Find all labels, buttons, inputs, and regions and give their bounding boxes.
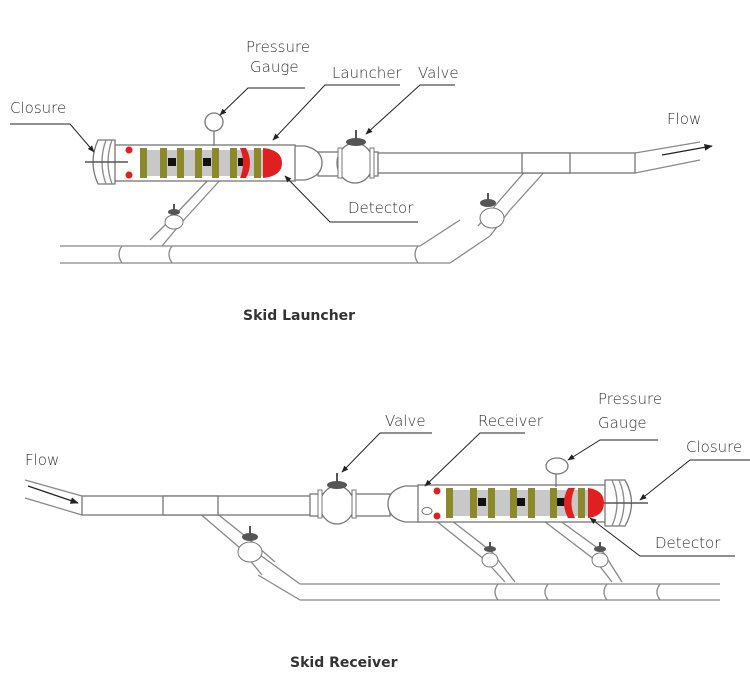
label-pressure-gauge-receiver-2: Gauge (598, 414, 647, 432)
leader-gauge-launcher (219, 87, 305, 116)
skid-receiver-diagram: Flow Valve Receiver Pressure Gauge Closu… (24, 390, 750, 671)
label-detector-receiver: Detector (655, 534, 721, 552)
launcher-bypass-header-pipe (60, 219, 491, 264)
label-pressure-gauge-receiver-1: Pressure (598, 390, 662, 408)
receiver-reducer (387, 485, 421, 523)
leader-valve-receiver (341, 432, 432, 473)
kicker-valve-2 (591, 542, 609, 568)
kicker-valve-1 (481, 542, 499, 568)
receiver-bypass-header-pipe (257, 554, 720, 601)
bypass-valve-right (479, 193, 505, 229)
label-closure-launcher: Closure (10, 99, 66, 117)
flow-arrow-receiver (27, 485, 79, 504)
leader-detector-receiver (589, 517, 735, 557)
label-launcher: Launcher (332, 64, 403, 82)
label-flow-launcher: Flow (667, 110, 701, 128)
label-pressure-gauge-launcher-2: Gauge (250, 58, 299, 76)
kicker-valve-left (164, 204, 184, 230)
receiver-kicker-line-2 (539, 511, 623, 583)
launcher-pressure-gauge (204, 112, 224, 146)
label-flow-receiver: Flow (25, 451, 59, 469)
receiver-bypass-left (197, 507, 276, 576)
receiver-closure (598, 479, 648, 527)
label-pressure-gauge-launcher-1: Pressure (246, 38, 310, 56)
label-valve-receiver: Valve (385, 412, 426, 430)
leader-launcher (272, 84, 400, 141)
receiver-kicker-line-1 (429, 509, 516, 583)
skid-launcher-diagram: Pressure Gauge Launcher Valve Closure Fl… (10, 38, 713, 324)
caption-skid-receiver: Skid Receiver (290, 655, 398, 671)
leader-closure-receiver (639, 459, 750, 501)
leader-valve-launcher (365, 84, 455, 135)
leader-detector-launcher (284, 175, 418, 223)
launcher-bypass-right (477, 159, 549, 237)
receiver-pressure-gauge (545, 457, 569, 487)
leader-gauge-receiver (567, 439, 658, 461)
launcher-main-valve (317, 130, 379, 184)
receiver-main-valve (309, 473, 391, 525)
label-receiver: Receiver (478, 412, 544, 430)
bypass-valve-left (237, 526, 263, 563)
receiver-inlet-pipe (24, 479, 323, 516)
launcher-reducer (289, 145, 323, 181)
label-detector-launcher: Detector (348, 199, 414, 217)
leader-receiver (424, 432, 525, 487)
label-closure-receiver: Closure (686, 438, 742, 456)
launcher-pig (125, 146, 282, 179)
launcher-outlet-pipe (374, 141, 701, 174)
launcher-kicker-line-left (149, 177, 223, 247)
launcher-closure (85, 139, 128, 185)
leader-closure-launcher (10, 123, 95, 153)
receiver-pig (421, 487, 604, 520)
flow-arrow-launcher (661, 144, 713, 156)
caption-skid-launcher: Skid Launcher (243, 308, 355, 324)
label-valve-launcher: Valve (418, 64, 459, 82)
